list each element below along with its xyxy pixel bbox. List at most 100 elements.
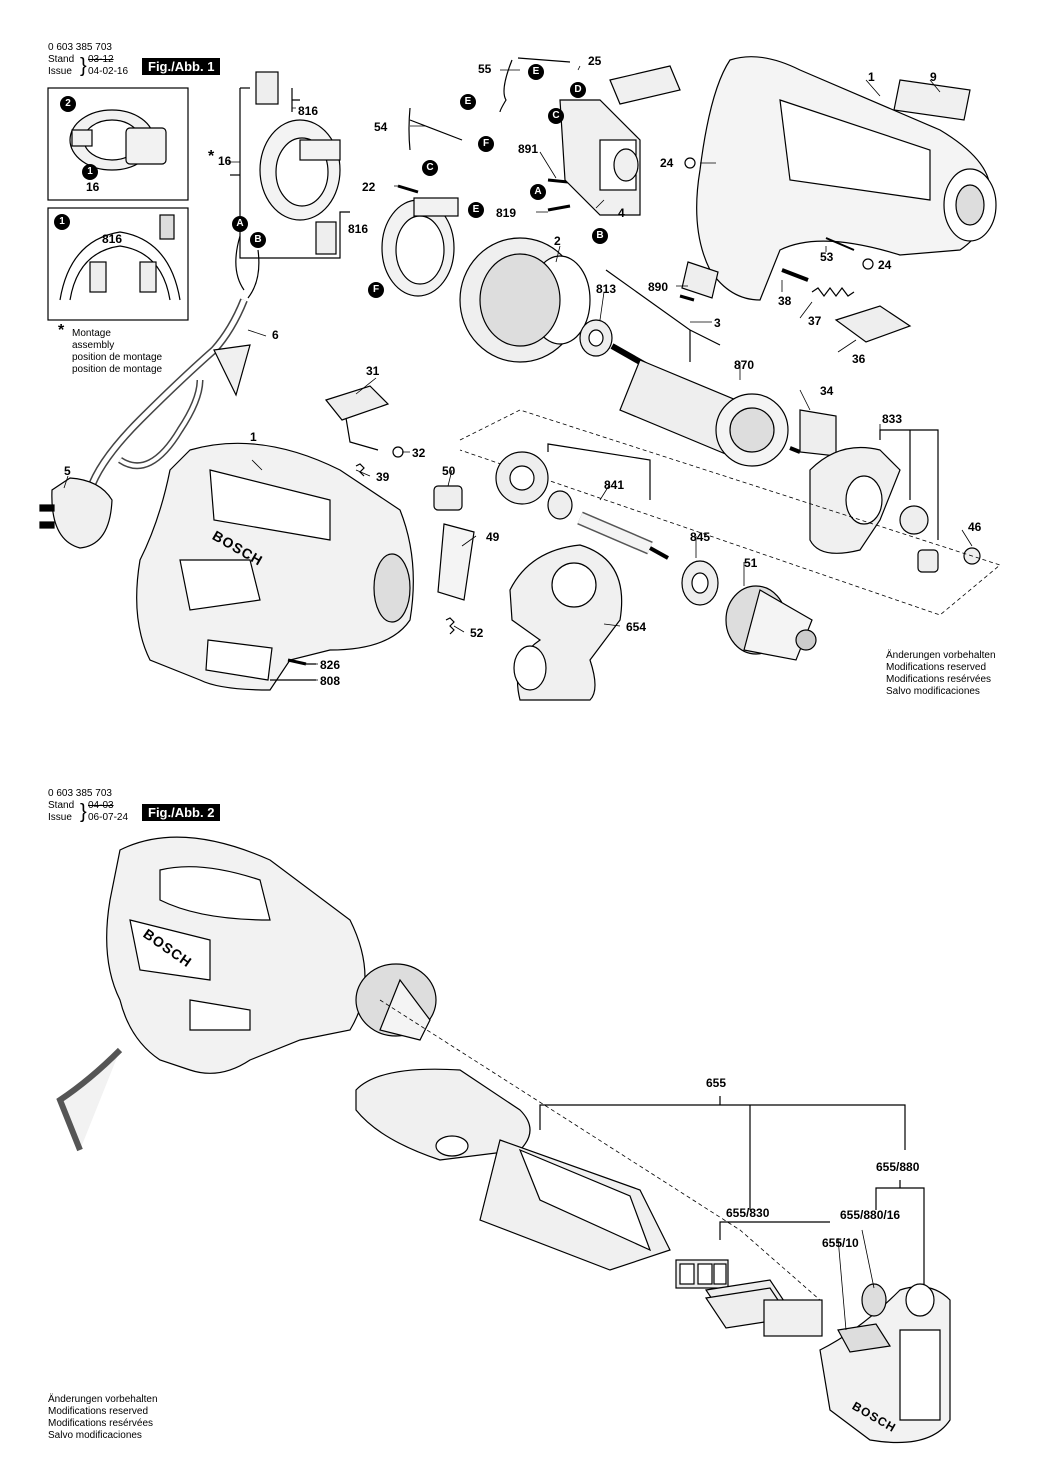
part-label-55: 55	[478, 62, 492, 76]
part-label-31: 31	[366, 364, 380, 378]
drill-body-fig2	[56, 836, 437, 1152]
fig1-stand-label: Stand	[48, 54, 75, 65]
ball-bearing-813	[579, 319, 613, 357]
inset-frame-bottom	[47, 207, 189, 321]
part-label-25: 25	[588, 54, 602, 68]
drill-body-fig1	[136, 442, 414, 691]
badge-e-2: E	[468, 202, 484, 218]
knob-31	[324, 385, 390, 421]
part-655-10	[837, 1323, 892, 1353]
part-label-22: 22	[362, 180, 376, 194]
part-label-54: 54	[374, 120, 388, 134]
part-label-891: 891	[518, 142, 539, 156]
part-label-808: 808	[320, 674, 341, 688]
part-label-16: 16	[218, 154, 232, 168]
armature-3	[610, 343, 801, 467]
inset-brush-holder-ring	[69, 109, 167, 171]
part-label-6: 6	[272, 328, 279, 342]
fig2-stand-label: Stand	[48, 800, 75, 811]
fig1-note-1: Änderungen vorbehalten	[886, 650, 996, 661]
auxiliary-handle-654	[509, 544, 623, 701]
fig1-note-4: Salvo modificaciones	[886, 686, 980, 697]
carbon-brush-top	[255, 71, 279, 105]
strain-relief-890	[681, 261, 719, 299]
part-label-51: 51	[744, 556, 758, 570]
brush-holder-16	[259, 119, 341, 221]
asterisk-icon: *	[208, 148, 215, 165]
fig1-note-3: Modifications resérvées	[886, 674, 992, 685]
part-label-34: 34	[820, 384, 834, 398]
part-label-813: 813	[596, 282, 617, 296]
badge-a-2: A	[232, 216, 248, 232]
clip-34	[799, 409, 837, 457]
part-label-870: 870	[734, 358, 755, 372]
brush-holder-plate	[381, 197, 459, 297]
gear-cover-833	[809, 446, 901, 554]
part-label-2: 2	[554, 234, 561, 248]
fig1-part-number: 0 603 385 703	[48, 42, 112, 53]
asterisk-note-icon: *	[58, 322, 65, 339]
part-label-1-body: 1	[250, 430, 257, 444]
seal-655-880-16	[861, 1283, 887, 1317]
badge-b: B	[592, 228, 608, 244]
part-label-3: 3	[714, 316, 721, 330]
fig2-note-4: Salvo modificaciones	[48, 1430, 142, 1441]
inset-brush-insertion	[59, 214, 181, 301]
fig1-title: Fig./Abb. 1	[142, 58, 221, 75]
montage-note-2: assembly	[72, 340, 115, 351]
fig1-issue-value: 04-02-16	[88, 66, 129, 77]
part-label-46: 46	[968, 520, 982, 534]
carbon-brush-bottom	[315, 221, 337, 255]
part-label-655-10: 655/10	[822, 1236, 859, 1250]
inset-frame-top	[47, 87, 189, 201]
power-cord-6	[86, 298, 251, 492]
fig1-brace-icon: }	[80, 55, 87, 77]
montage-note-3: position de montage	[72, 352, 163, 363]
part-label-655-880: 655/880	[876, 1160, 920, 1174]
badge-c-2: C	[422, 160, 438, 176]
part-label-9: 9	[930, 70, 937, 84]
badge-a: A	[530, 184, 546, 200]
dust-box-655-880	[819, 1283, 951, 1443]
part-label-890: 890	[648, 280, 669, 294]
part-label-816-inset: 816	[102, 232, 123, 246]
part-label-53: 53	[820, 250, 834, 264]
switch-4	[559, 99, 641, 216]
plate-49	[437, 523, 475, 601]
type-plate-9	[893, 79, 971, 121]
part-label-819: 819	[496, 206, 517, 220]
part-label-37: 37	[808, 314, 822, 328]
part-label-826: 826	[320, 658, 341, 672]
gear-and-spindle-841	[495, 451, 669, 560]
fig1-issue-label: Issue	[48, 66, 72, 77]
part-label-816-top: 816	[298, 104, 319, 118]
part-label-39: 39	[376, 470, 390, 484]
part-label-816: 816	[348, 222, 369, 236]
part-label-833: 833	[882, 412, 903, 426]
fig2-note-3: Modifications resérvées	[48, 1418, 154, 1429]
part-label-24: 24	[660, 156, 674, 170]
part-label-38: 38	[778, 294, 792, 308]
filter-cartridge	[763, 1299, 823, 1337]
montage-note-1: Montage	[72, 328, 111, 339]
part-label-52: 52	[470, 626, 484, 640]
fig2-issue-label: Issue	[48, 812, 72, 823]
part-label-16-inset: 16	[86, 180, 100, 194]
fig1-stand-value: 03-12	[88, 54, 114, 65]
part-label-845: 845	[690, 530, 711, 544]
fig2-note-2: Modifications reserved	[48, 1406, 149, 1417]
dust-extraction-attachment-655	[355, 1068, 671, 1271]
housing-half-1	[696, 56, 997, 301]
part-label-654: 654	[626, 620, 647, 634]
part-label-50: 50	[442, 464, 456, 478]
selector-36	[834, 305, 912, 343]
part-label-4: 4	[618, 206, 625, 220]
mains-plug-5	[39, 477, 113, 549]
part-label-49: 49	[486, 530, 500, 544]
badge-2-inset: 2	[60, 96, 76, 112]
fig2-note-1: Änderungen vorbehalten	[48, 1394, 158, 1405]
fig1-note-2: Modifications reserved	[886, 662, 987, 673]
field-stator-2	[459, 237, 591, 363]
badge-f: F	[478, 136, 494, 152]
